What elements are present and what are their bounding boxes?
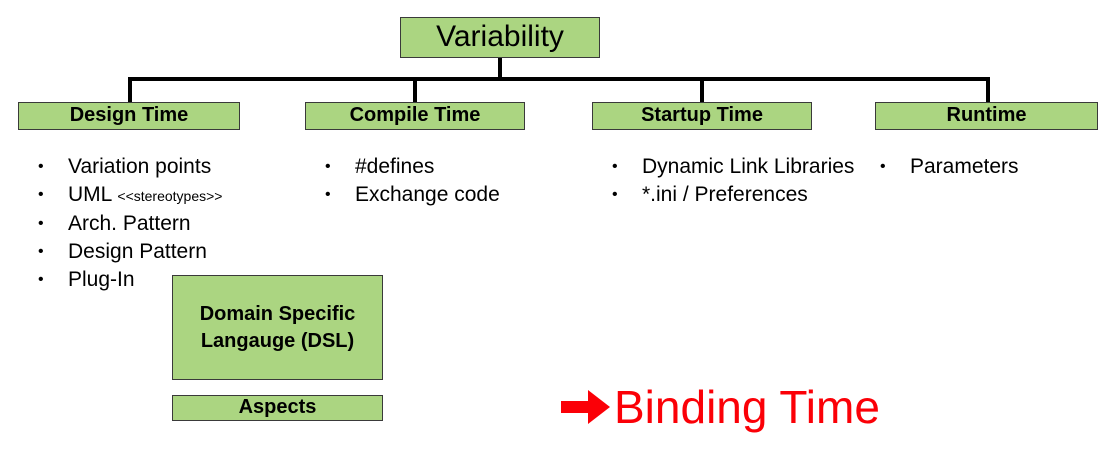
list-item: • Plug-In: [38, 266, 298, 294]
node-design-time-label: Design Time: [69, 104, 189, 127]
node-startup-time-label: Startup Time: [641, 104, 763, 127]
connector-trunk-vertical: [498, 58, 502, 79]
binding-time-label: Binding Time: [614, 381, 880, 433]
bullet-icon: •: [325, 186, 331, 203]
bullet-icon: •: [38, 215, 44, 232]
node-domain-specific-language-label: Domain Specific Langauge (DSL): [199, 302, 356, 352]
list-item: • Parameters: [880, 153, 1100, 181]
list-item-label: Arch. Pattern: [68, 212, 191, 235]
list-item-label: Exchange code: [355, 183, 500, 206]
bullet-list-design-time: • Variation points • UML <<stereotypes>>…: [38, 153, 298, 294]
list-item-stereotype: <<stereotypes>>: [117, 188, 223, 204]
connector-drop-design-time: [128, 77, 132, 103]
list-item: • Exchange code: [325, 181, 575, 209]
list-item-label: Design Pattern: [68, 240, 207, 263]
node-runtime-label: Runtime: [946, 104, 1027, 127]
bullet-icon: •: [38, 271, 44, 288]
bullet-list-compile-time: • #defines • Exchange code: [325, 153, 575, 209]
bullet-icon: •: [38, 186, 44, 203]
list-item-label: Parameters: [910, 155, 1019, 178]
node-compile-time-label: Compile Time: [349, 104, 481, 127]
bullet-list-startup-time: • Dynamic Link Libraries • *.ini / Prefe…: [612, 153, 862, 209]
list-item: • Design Pattern: [38, 238, 298, 266]
list-item-label: Plug-In: [68, 268, 135, 291]
bullet-icon: •: [612, 158, 618, 175]
list-item-text: UML: [68, 183, 118, 206]
list-item-label: UML <<stereotypes>>: [68, 181, 298, 210]
node-compile-time: Compile Time: [305, 102, 525, 130]
node-domain-specific-language: Domain Specific Langauge (DSL): [172, 275, 383, 380]
connector-drop-startup-time: [700, 77, 704, 103]
list-item-label: Variation points: [68, 155, 212, 178]
connector-horizontal-rail: [128, 77, 990, 81]
node-design-time: Design Time: [18, 102, 240, 130]
node-variability-label: Variability: [436, 20, 564, 54]
connector-drop-compile-time: [413, 77, 417, 103]
node-startup-time: Startup Time: [592, 102, 812, 130]
bullet-icon: •: [880, 158, 886, 175]
connector-drop-runtime: [986, 77, 990, 103]
node-runtime: Runtime: [875, 102, 1098, 130]
list-item: • Dynamic Link Libraries: [612, 153, 862, 181]
list-item-label: *.ini / Preferences: [642, 183, 808, 206]
bullet-icon: •: [325, 158, 331, 175]
node-variability: Variability: [400, 17, 600, 58]
node-aspects: Aspects: [172, 395, 383, 421]
list-item-label: #defines: [355, 155, 435, 178]
list-item: • UML <<stereotypes>>: [38, 181, 298, 210]
list-item: • #defines: [325, 153, 575, 181]
bullet-icon: •: [38, 158, 44, 175]
binding-time-callout: Binding Time: [558, 381, 880, 433]
list-item: • Variation points: [38, 153, 298, 181]
right-arrow-icon: [558, 384, 614, 430]
bullet-list-runtime: • Parameters: [880, 153, 1100, 181]
list-item: • Arch. Pattern: [38, 210, 298, 238]
node-aspects-label: Aspects: [238, 396, 317, 419]
list-item: • *.ini / Preferences: [612, 181, 862, 209]
list-item-label: Dynamic Link Libraries: [642, 155, 855, 178]
bullet-icon: •: [38, 243, 44, 260]
bullet-icon: •: [612, 186, 618, 203]
